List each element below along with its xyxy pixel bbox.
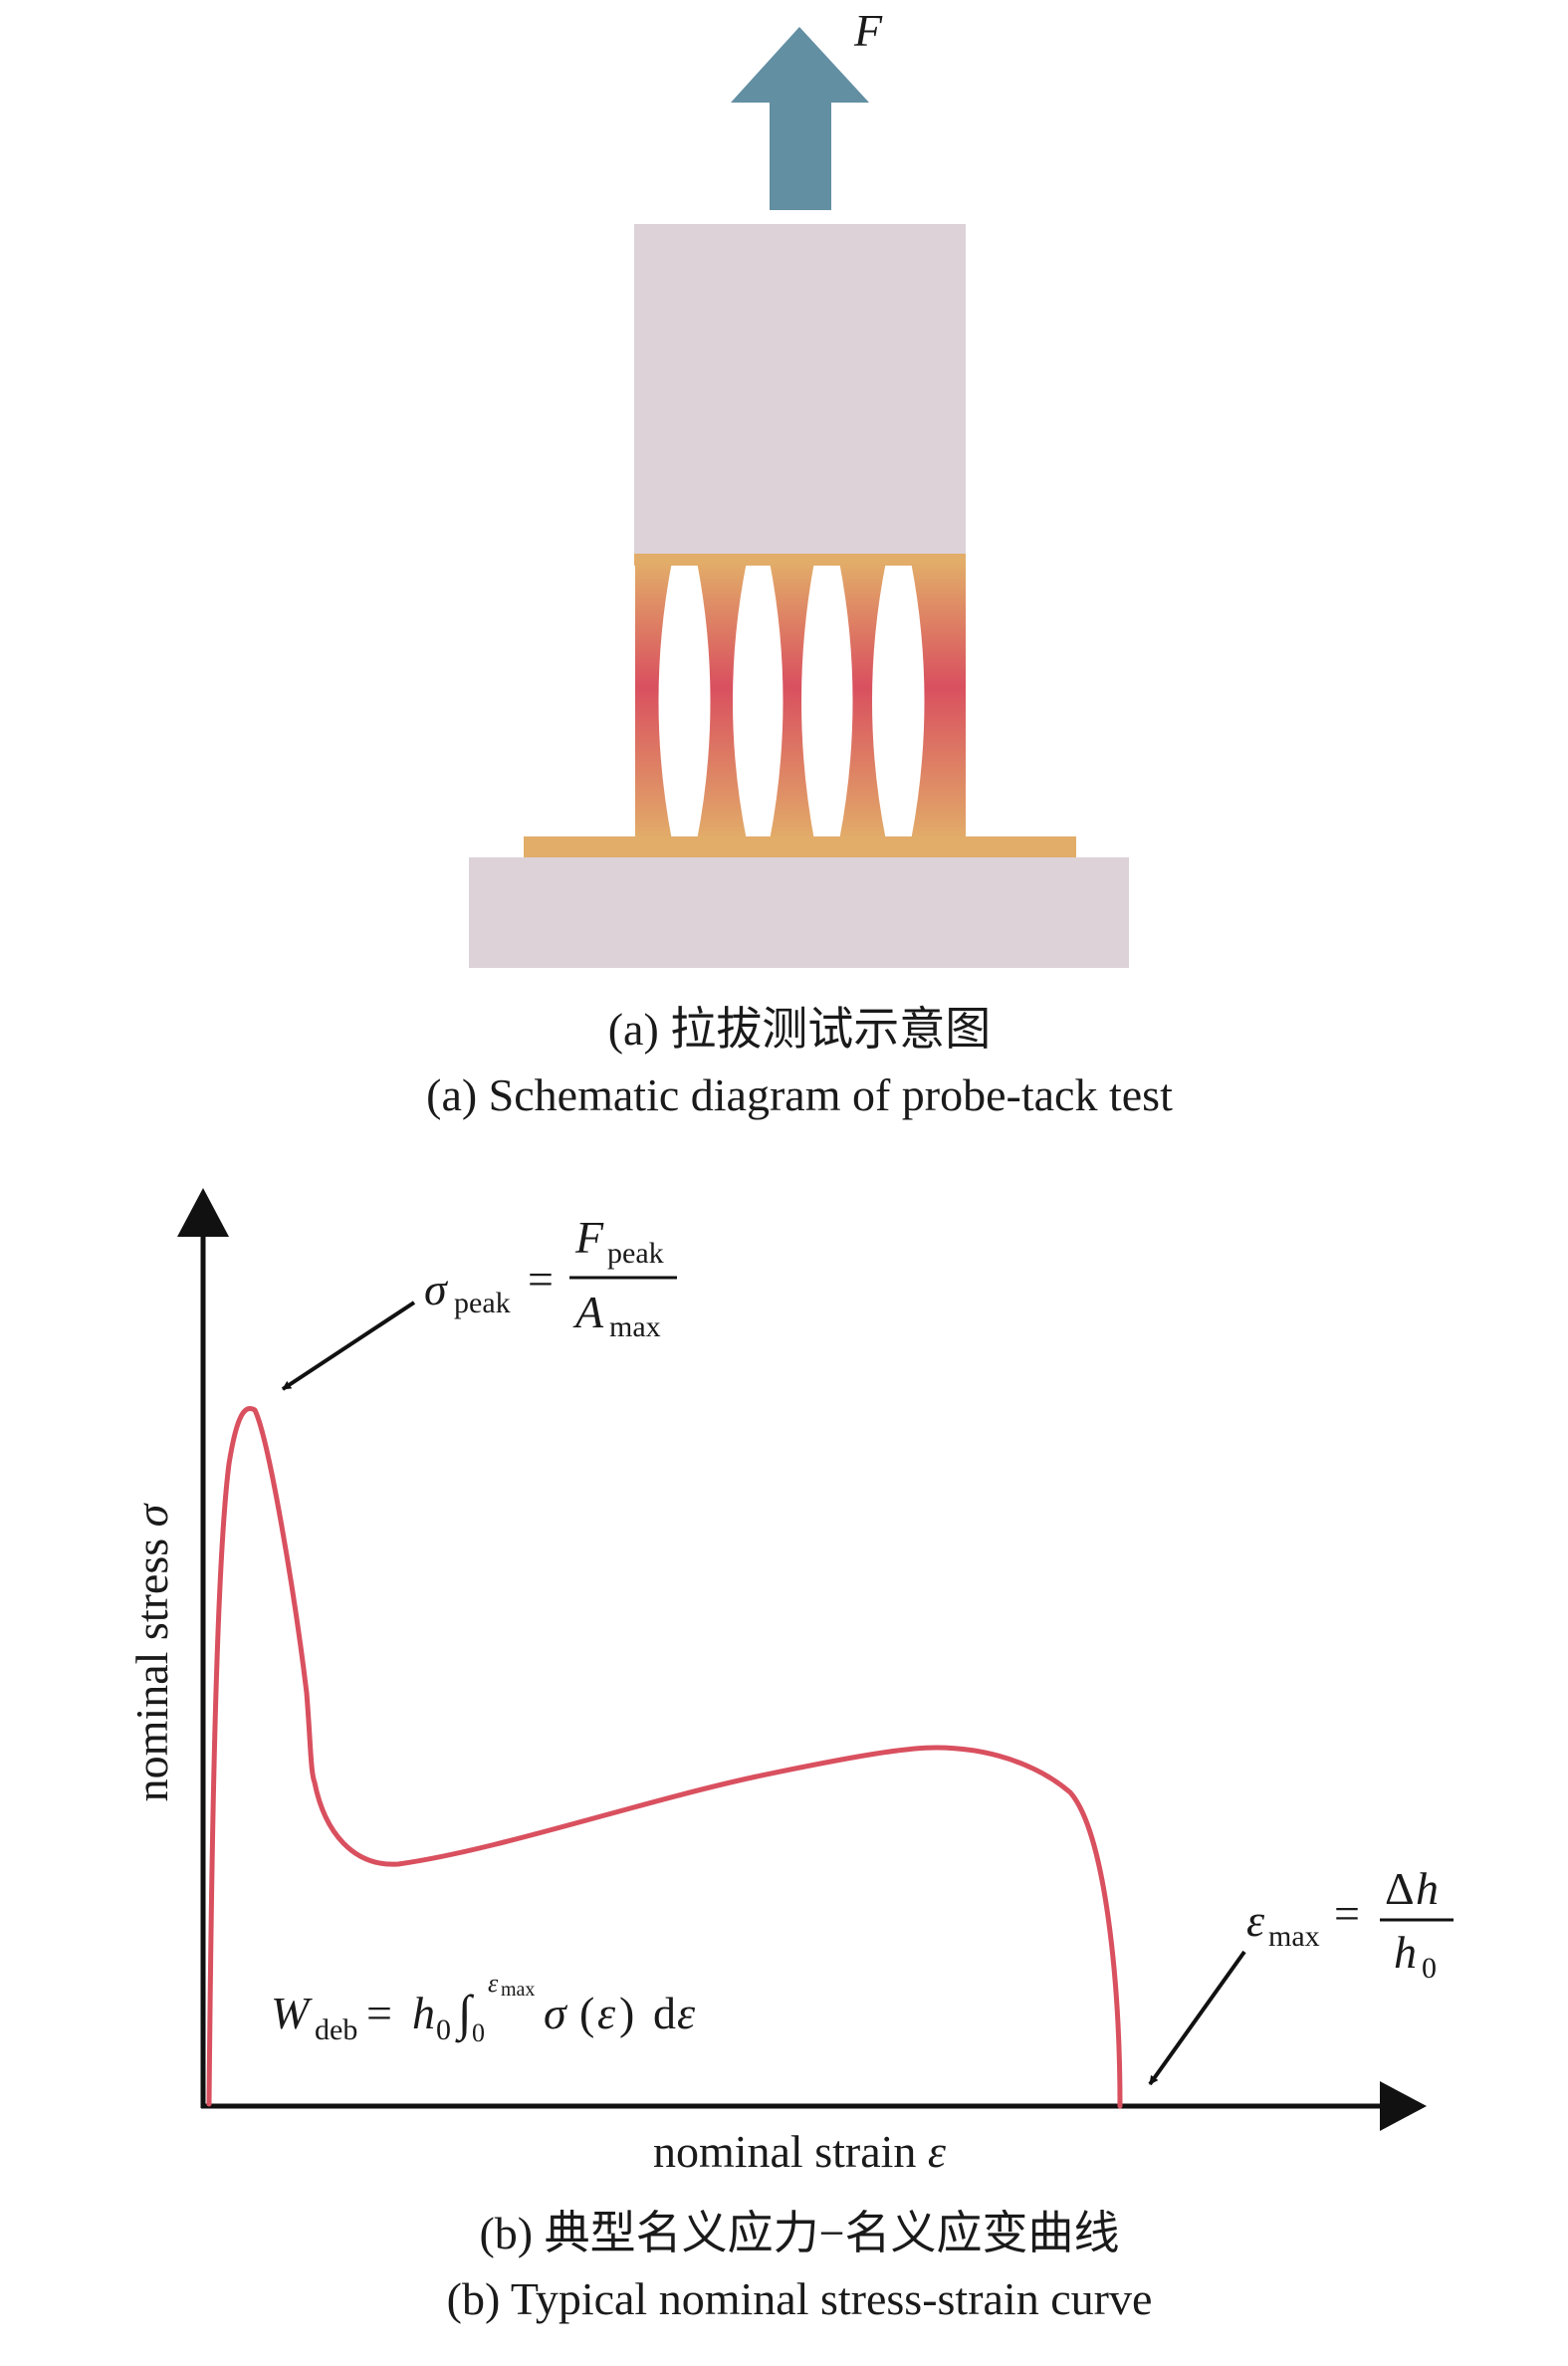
svg-text:∫: ∫ [455, 1985, 475, 2043]
fibrils [635, 562, 966, 840]
svg-text:h: h [1416, 1863, 1439, 1914]
svg-text:0: 0 [436, 2013, 451, 2046]
svg-text:h: h [412, 1988, 435, 2038]
force-label: F [853, 5, 883, 56]
svg-text:ε: ε [1246, 1895, 1265, 1946]
y-axis-label: nominal stress σ [126, 1502, 177, 1801]
panel-b: nominal stress σ nominal strain ε σ peak… [126, 1188, 1454, 2324]
y-axis-arrowhead [177, 1188, 229, 1237]
caption-b-en: (b) Typical nominal stress-strain curve [447, 2273, 1153, 2324]
svg-text:peak: peak [607, 1237, 664, 1270]
lower-adhesive-layer [524, 836, 1076, 858]
svg-text:(: ( [579, 1988, 594, 2038]
panel-a: F (a) 拉拔测试示意图 (a) Schematic diagram of p… [426, 5, 1173, 1120]
svg-text:max: max [501, 1979, 535, 2001]
svg-text:σ: σ [544, 1988, 568, 2038]
stress-strain-curve [206, 1406, 1123, 2109]
svg-text:=: = [1334, 1888, 1360, 1939]
x-axis-label: nominal strain ε [653, 2126, 947, 2177]
svg-text:ε: ε [677, 1988, 696, 2038]
eps-max-arrow [1148, 1950, 1246, 2086]
sigma-peak-formula: σ peak = F peak A max [424, 1212, 677, 1343]
svg-text:deb: deb [315, 2013, 357, 2046]
probe-block [634, 224, 966, 559]
svg-text:F: F [574, 1212, 604, 1263]
caption-a-en: (a) Schematic diagram of probe-tack test [426, 1069, 1173, 1120]
svg-text:σ: σ [424, 1264, 449, 1314]
svg-text:ε: ε [488, 1969, 499, 1998]
svg-text:max: max [1268, 1920, 1320, 1953]
substrate-block [469, 857, 1129, 968]
svg-text:Δ: Δ [1385, 1863, 1415, 1914]
w-deb-formula: W deb = h 0 ∫ 0 ε max σ ( ε ) d ε [271, 1969, 696, 2047]
eps-max-formula: ε max = Δ h h 0 [1246, 1863, 1454, 1985]
x-axis-arrowhead [1380, 2081, 1427, 2131]
caption-a-cn: (a) 拉拔测试示意图 [608, 1004, 992, 1055]
svg-text:W: W [271, 1988, 313, 2038]
force-arrow [731, 27, 869, 210]
svg-text:A: A [572, 1287, 604, 1337]
svg-text:ε: ε [597, 1988, 616, 2038]
svg-text:d: d [653, 1988, 676, 2038]
svg-text:peak: peak [454, 1287, 511, 1319]
svg-text:h: h [1394, 1927, 1417, 1978]
caption-b-cn: (b) 典型名义应力−名义应变曲线 [479, 2208, 1119, 2258]
svg-text:=: = [366, 1988, 392, 2038]
svg-text:): ) [619, 1988, 634, 2038]
sigma-peak-arrow [281, 1301, 416, 1391]
svg-text:max: max [609, 1310, 661, 1343]
svg-text:=: = [528, 1254, 554, 1304]
svg-text:0: 0 [472, 2018, 485, 2047]
svg-text:0: 0 [1422, 1952, 1437, 1985]
